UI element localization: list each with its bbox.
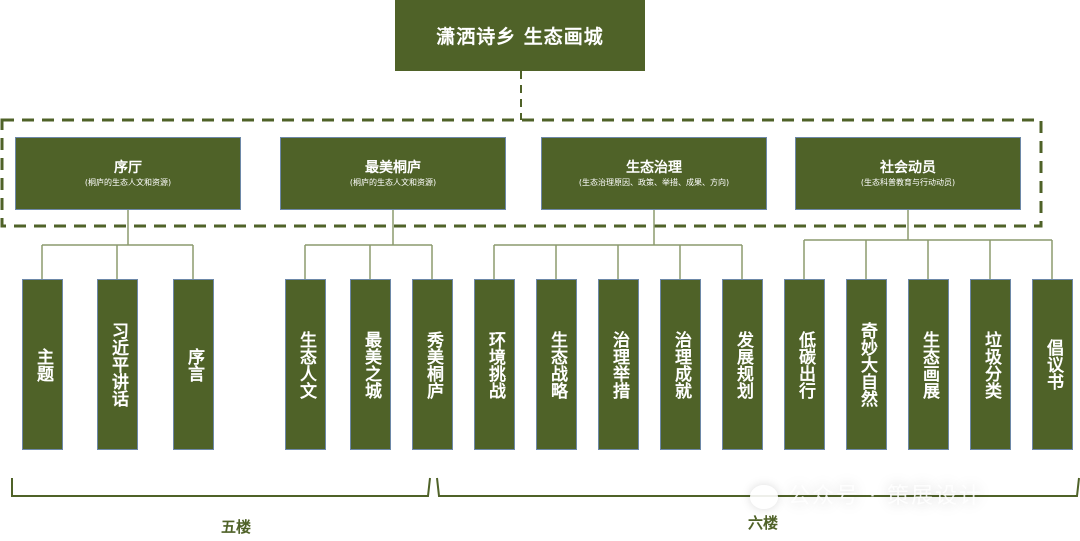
exhibit-unit: 主题 xyxy=(22,279,63,450)
floor-label-6: 六楼 xyxy=(748,514,779,532)
exhibit-unit-label: 生态人文 xyxy=(296,330,316,399)
exhibit-unit: 生态战略 xyxy=(536,279,577,450)
exhibit-unit: 发展规划 xyxy=(722,279,763,450)
exhibit-unit-label: 治理成就 xyxy=(671,330,691,399)
section-eco-governance: 生态治理 (生态治理原因、政策、举措、成果、方向) xyxy=(541,137,767,210)
exhibit-unit: 奇妙大自然 xyxy=(846,279,887,450)
exhibit-unit-label: 垃圾分类 xyxy=(981,330,1001,399)
floor-label-5: 五楼 xyxy=(221,518,252,536)
watermark-text: 公众号 · 策展设计 xyxy=(788,484,983,509)
section-group-frame xyxy=(0,118,1043,228)
watermark: 公众号 · 策展设计 xyxy=(750,478,983,510)
section-title: 社会动员 xyxy=(880,159,936,176)
exhibit-unit: 生态画展 xyxy=(908,279,949,450)
exhibit-unit-label: 环境挑战 xyxy=(485,330,505,399)
exhibit-unit: 治理举措 xyxy=(598,279,639,450)
exhibit-unit: 习近平讲话 xyxy=(97,279,138,450)
section-subtitle: (桐庐的生态人文和资源) xyxy=(349,177,437,187)
section-subtitle: (生态治理原因、政策、举措、成果、方向) xyxy=(578,177,730,187)
exhibit-unit: 秀美桐庐 xyxy=(412,279,453,450)
section-title: 序厅 xyxy=(114,159,142,176)
exhibit-unit-label: 生态战略 xyxy=(547,330,567,399)
section-subtitle: (生态科普教育与行动动员) xyxy=(860,177,956,187)
root-title: 潇洒诗乡 生态画城 xyxy=(436,26,604,48)
exhibit-unit: 最美之城 xyxy=(350,279,391,450)
floor-bracket-5 xyxy=(11,477,431,497)
exhibit-unit: 治理成就 xyxy=(660,279,701,450)
section-title: 生态治理 xyxy=(626,159,682,176)
exhibit-unit-label: 主题 xyxy=(33,347,53,382)
exhibit-unit-label: 低碳出行 xyxy=(795,330,815,399)
exhibit-unit-label: 习近平讲话 xyxy=(108,322,128,407)
section-social-mobilization: 社会动员 (生态科普教育与行动动员) xyxy=(795,137,1021,210)
section-most-beautiful-tonglu: 最美桐庐 (桐庐的生态人文和资源) xyxy=(280,137,506,210)
exhibit-unit-label: 奇妙大自然 xyxy=(857,322,877,407)
exhibit-unit: 低碳出行 xyxy=(784,279,825,450)
exhibit-unit: 垃圾分类 xyxy=(970,279,1011,450)
exhibit-unit-label: 序言 xyxy=(184,347,204,382)
exhibit-unit-label: 秀美桐庐 xyxy=(423,330,443,399)
section-title: 最美桐庐 xyxy=(365,159,421,176)
exhibit-unit-label: 最美之城 xyxy=(361,330,381,399)
exhibit-unit-label: 发展规划 xyxy=(733,330,753,399)
exhibit-unit: 倡议书 xyxy=(1032,279,1073,450)
section-subtitle: (桐庐的生态人文和资源) xyxy=(84,177,172,187)
exhibit-unit: 环境挑战 xyxy=(474,279,515,450)
exhibit-unit-label: 生态画展 xyxy=(919,330,939,399)
section-foyer: 序厅 (桐庐的生态人文和资源) xyxy=(15,137,241,210)
exhibit-unit-label: 倡议书 xyxy=(1043,339,1063,390)
exhibit-unit: 序言 xyxy=(173,279,214,450)
exhibit-unit: 生态人文 xyxy=(285,279,326,450)
wechat-icon xyxy=(750,485,778,509)
exhibit-unit-label: 治理举措 xyxy=(609,330,629,399)
root-node: 潇洒诗乡 生态画城 xyxy=(395,0,645,71)
